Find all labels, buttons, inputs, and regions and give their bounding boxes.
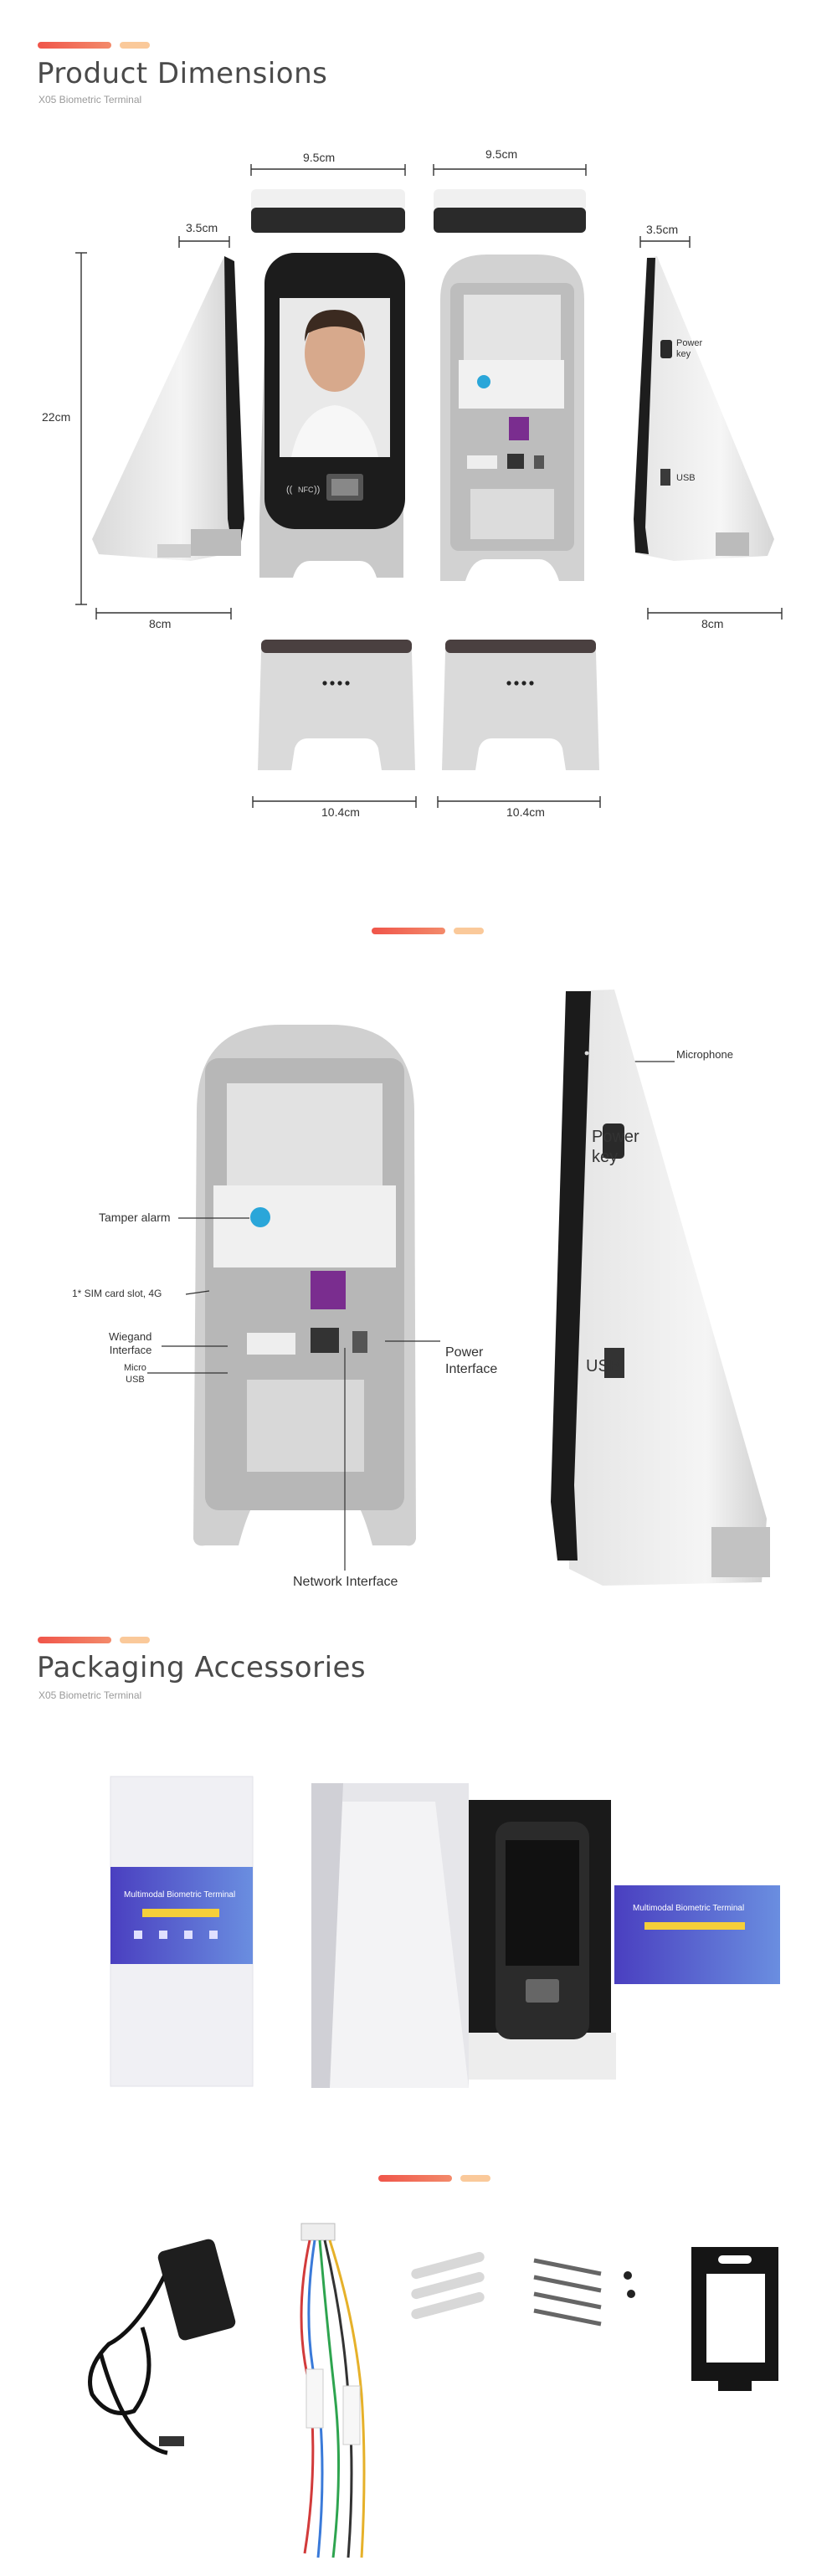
callout-tamper-alarm: Tamper alarm xyxy=(99,1211,171,1224)
dim-base-left: 10.4cm xyxy=(321,805,360,819)
side-power-key-label: Power key xyxy=(676,338,703,360)
box-label-open: Multimodal Biometric Terminal xyxy=(633,1904,745,1913)
accent-bar-red xyxy=(38,42,111,49)
device-back-large xyxy=(193,1025,416,1546)
package-box-open xyxy=(311,1783,780,2088)
mounting-bracket-icon xyxy=(691,2247,778,2391)
usb-port-large xyxy=(604,1348,624,1378)
dim-depth-left: 3.5cm xyxy=(186,221,218,234)
dim-base-right: 10.4cm xyxy=(506,805,545,819)
device-top-view-right xyxy=(434,189,586,233)
wall-anchors-icon xyxy=(411,2251,485,2320)
power-adapter-icon xyxy=(88,2239,236,2455)
package-box-closed xyxy=(110,1776,254,2087)
device-side-large xyxy=(551,990,770,1586)
device-base-view-right xyxy=(442,640,599,770)
callout-network-interface: Network Interface xyxy=(293,1575,398,1589)
svg-text:((: (( xyxy=(286,485,293,495)
device-side-view-right xyxy=(634,256,774,561)
device-back-view xyxy=(440,255,584,581)
device-base-view-left xyxy=(258,640,415,770)
accent-bar-orange xyxy=(120,42,150,49)
dim-depth-right: 3.5cm xyxy=(646,223,679,236)
callout-power-interface: Power Interface xyxy=(445,1345,498,1376)
cable-harness-icon xyxy=(300,2223,366,2558)
dim-top-width-right: 9.5cm xyxy=(485,147,518,161)
section-title-2: Packaging Accessories xyxy=(37,1651,367,1684)
accent-bar-orange-3 xyxy=(120,1637,150,1643)
device-side-view-left xyxy=(92,256,244,561)
dim-bottom-right: 8cm xyxy=(701,617,724,630)
accent-bar-orange-2 xyxy=(454,928,484,934)
callout-microphone: Microphone xyxy=(676,1048,733,1061)
section-title: Product Dimensions xyxy=(37,57,328,90)
side-usb-label: USB xyxy=(676,473,696,483)
power-key-button xyxy=(660,340,672,358)
screws-icon xyxy=(533,2258,602,2327)
section-subtitle: X05 Biometric Terminal xyxy=(39,94,142,105)
device-top-view-left xyxy=(251,189,405,233)
rubber-feet-icon xyxy=(624,2271,635,2298)
dimension-lines xyxy=(75,164,783,808)
section-subtitle-2: X05 Biometric Terminal xyxy=(39,1689,142,1701)
accent-bar-red-3 xyxy=(38,1637,111,1643)
power-key-large xyxy=(603,1123,624,1159)
device-front-view: (( NFC )) xyxy=(259,253,405,578)
box-label-closed: Multimodal Biometric Terminal xyxy=(124,1890,236,1900)
dim-top-width-left: 9.5cm xyxy=(303,151,336,164)
accent-bar-red-2 xyxy=(372,928,445,934)
callout-sim-slot: 1* SIM card slot, 4G xyxy=(72,1288,162,1299)
dim-bottom-left: 8cm xyxy=(149,617,172,630)
callout-micro-usb: Micro USB xyxy=(124,1363,146,1385)
svg-text:)): )) xyxy=(314,485,320,495)
dim-height: 22cm xyxy=(42,410,71,424)
accent-bar-orange-4 xyxy=(460,2175,490,2182)
accent-bar-red-4 xyxy=(378,2175,452,2182)
callout-wiegand: Wiegand Interface xyxy=(109,1330,152,1357)
usb-port xyxy=(660,469,670,486)
callout-usb: USB xyxy=(586,1357,621,1375)
svg-text:NFC: NFC xyxy=(298,486,314,494)
callout-power-key: Power key xyxy=(592,1128,639,1166)
